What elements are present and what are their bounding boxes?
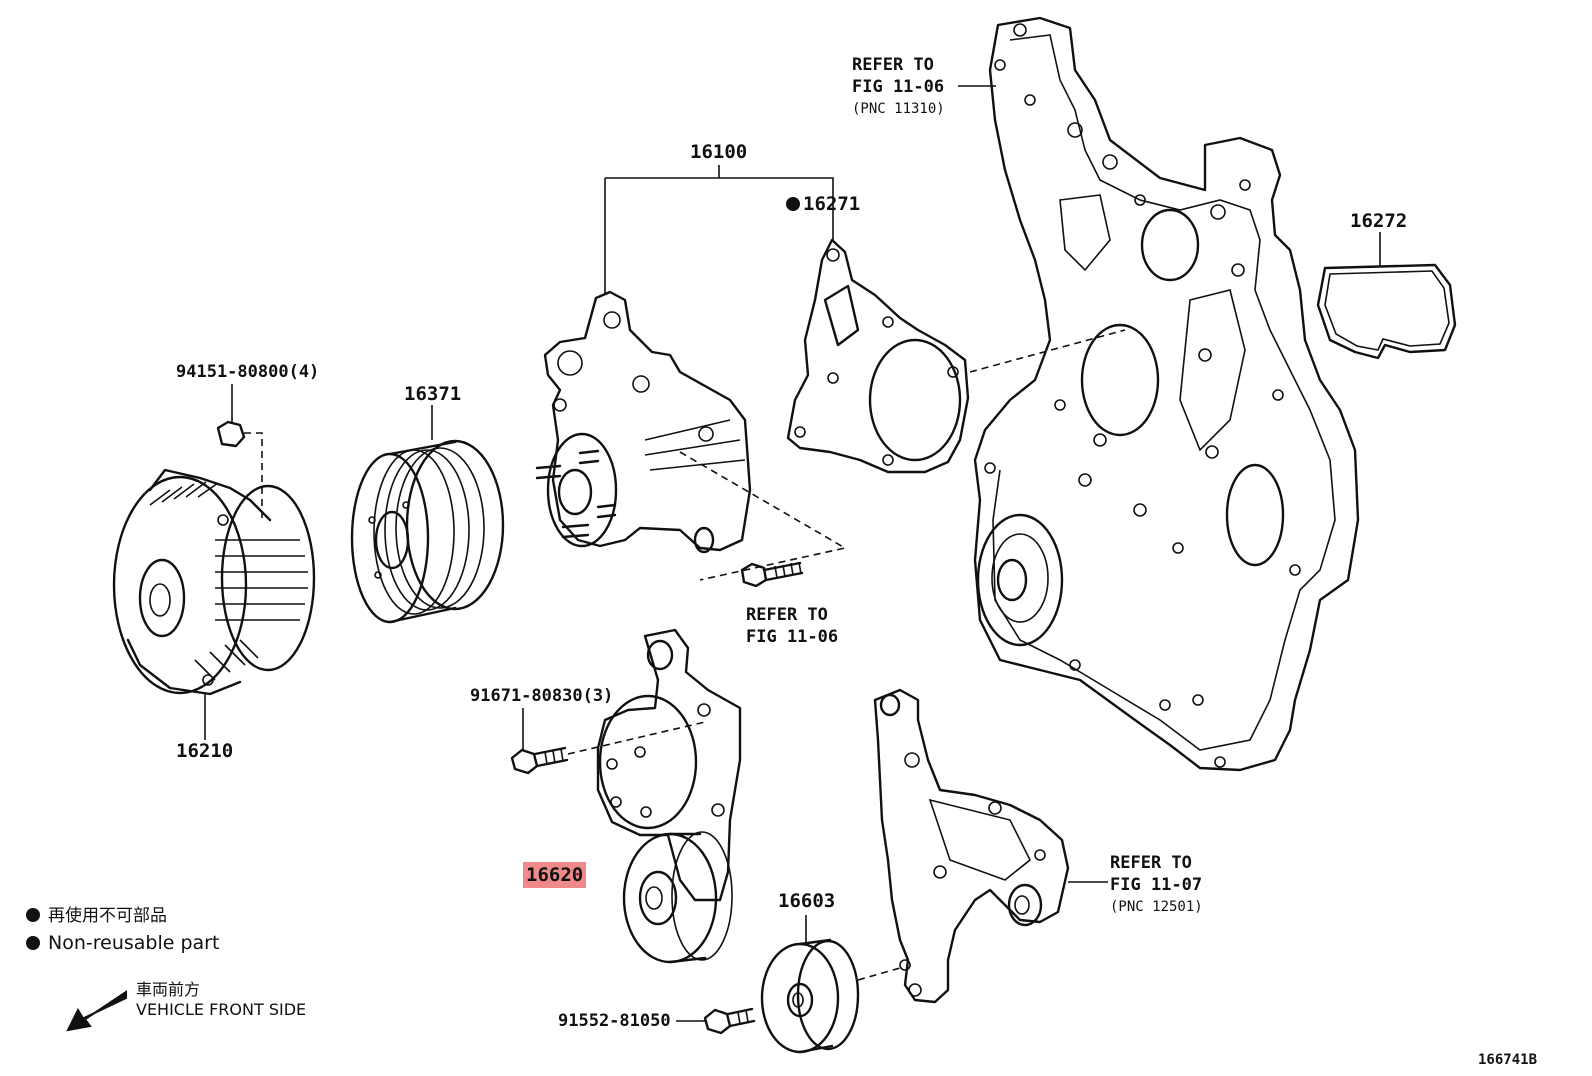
refer-fig-11-06-top[interactable]: REFER TO FIG 11-06 (PNC 11310) bbox=[852, 54, 945, 120]
refer-line1: REFER TO bbox=[746, 605, 828, 625]
callout-16620-highlight: 16620 bbox=[523, 862, 587, 888]
tensioner-drawing bbox=[596, 628, 742, 964]
legend-en: Non-reusable part bbox=[26, 934, 219, 953]
tensioner-bolt-drawing bbox=[510, 708, 706, 775]
pump-bolt-drawing bbox=[740, 561, 804, 588]
refer-line2: FIG 11-06 bbox=[852, 77, 945, 97]
refer-line2: FIG 11-07 bbox=[1110, 875, 1203, 895]
gasket-drawing bbox=[786, 238, 1126, 474]
legend-jp: 再使用不可部品 bbox=[26, 908, 167, 925]
callout-16210[interactable]: 16210 bbox=[176, 740, 234, 762]
illustration-number: 166741B bbox=[1478, 1052, 1538, 1068]
front-en: VEHICLE FRONT SIDE bbox=[136, 1000, 307, 1019]
legend-dot-icon bbox=[26, 908, 40, 922]
fan-clutch-drawing bbox=[112, 468, 316, 740]
callout-16272[interactable]: 16272 bbox=[1350, 210, 1408, 232]
idler-pulley-drawing bbox=[760, 915, 901, 1054]
callout-16371[interactable]: 16371 bbox=[404, 383, 462, 405]
front-jp: 車両前方 bbox=[136, 980, 201, 999]
water-pump-drawing bbox=[535, 165, 848, 581]
callout-16603[interactable]: 16603 bbox=[778, 890, 836, 912]
legend-dot-icon bbox=[26, 936, 40, 950]
callout-16100[interactable]: 16100 bbox=[690, 141, 748, 163]
bracket-drawing bbox=[873, 688, 1108, 1004]
callout-91671-80830[interactable]: 91671-80830(3) bbox=[470, 686, 614, 706]
front-arrow-drawing bbox=[66, 990, 127, 1032]
refer-fig-11-07[interactable]: REFER TO FIG 11-07 (PNC 12501) bbox=[1110, 852, 1203, 918]
callout-94151-80800[interactable]: 94151-80800(4) bbox=[176, 362, 320, 382]
legend-en-text: Non-reusable part bbox=[48, 932, 220, 954]
non-reusable-dot-icon bbox=[786, 197, 800, 211]
refer-line1: REFER TO bbox=[852, 55, 934, 75]
refer-pnc: (PNC 12501) bbox=[1110, 899, 1203, 915]
o-ring-drawing bbox=[1316, 232, 1457, 360]
nut-drawing bbox=[216, 384, 263, 520]
refer-line2: FIG 11-06 bbox=[746, 627, 839, 647]
refer-pnc: (PNC 11310) bbox=[852, 101, 945, 117]
callout-16620[interactable]: 16620 bbox=[523, 862, 587, 888]
callout-16271-label: 16271 bbox=[803, 193, 861, 215]
idler-bolt-drawing bbox=[676, 1007, 756, 1035]
refer-line1: REFER TO bbox=[1110, 853, 1192, 873]
callout-16271[interactable]: 16271 bbox=[786, 195, 860, 214]
pulley-drawing bbox=[350, 405, 505, 624]
refer-fig-11-06-mid[interactable]: REFER TO FIG 11-06 bbox=[746, 604, 838, 648]
legend-jp-text: 再使用不可部品 bbox=[48, 906, 167, 926]
callout-91552-81050[interactable]: 91552-81050 bbox=[558, 1011, 671, 1031]
timing-cover-drawing bbox=[958, 16, 1360, 772]
